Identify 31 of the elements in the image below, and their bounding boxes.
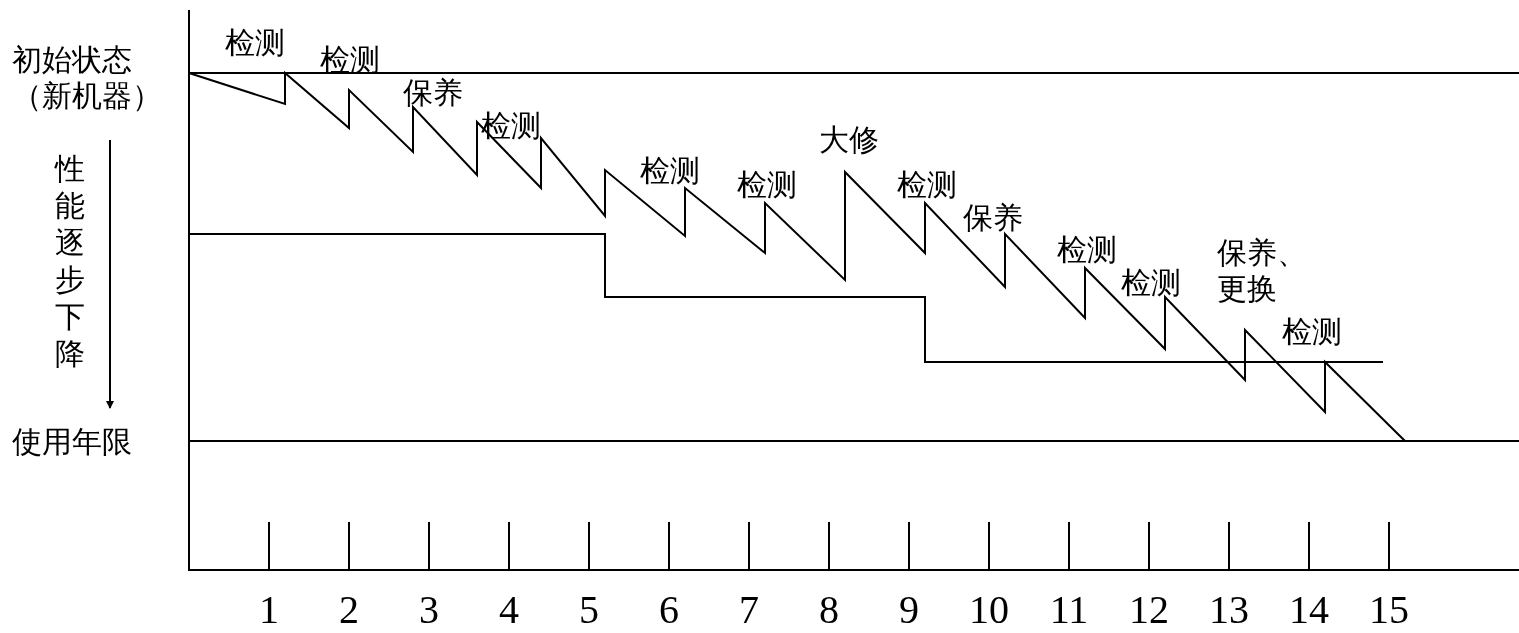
annotation-label: 检测 [320, 42, 380, 78]
annotation-label: 保养、更换 [1217, 235, 1308, 307]
axis-label: 初始状态（新机器） [12, 42, 163, 114]
tick-label: 8 [818, 588, 840, 632]
annotation-label: 检测 [1057, 232, 1117, 268]
annotation-label: 保养 [403, 75, 463, 111]
tick-label: 11 [1048, 588, 1090, 632]
annotation-label: 保养 [963, 200, 1023, 236]
tick-label: 6 [658, 588, 680, 632]
annotation-label: 检测 [640, 153, 700, 189]
tick-label: 2 [338, 588, 360, 632]
annotation-label: 检测 [737, 167, 797, 203]
tick-label: 7 [738, 588, 760, 632]
annotation-label: 检测 [897, 167, 957, 203]
axis-label: 使用年限 [12, 424, 132, 460]
tick-label: 5 [578, 588, 600, 632]
tick-label: 9 [898, 588, 920, 632]
tick-label: 4 [498, 588, 520, 632]
annotation-label: 大修 [819, 122, 879, 158]
tick-label: 3 [418, 588, 440, 632]
annotation-label: 检测 [1282, 314, 1342, 350]
tick-label: 1 [258, 588, 280, 632]
axis-label: 性能逐步下降 [55, 151, 86, 372]
annotation-label: 检测 [481, 108, 541, 144]
tick-label: 10 [968, 588, 1010, 632]
tick-label: 12 [1128, 588, 1170, 632]
tick-label: 13 [1208, 588, 1250, 632]
tick-label: 15 [1368, 588, 1410, 632]
annotation-label: 检测 [225, 25, 285, 61]
tick-label: 14 [1288, 588, 1330, 632]
annotation-label: 检测 [1121, 265, 1181, 301]
